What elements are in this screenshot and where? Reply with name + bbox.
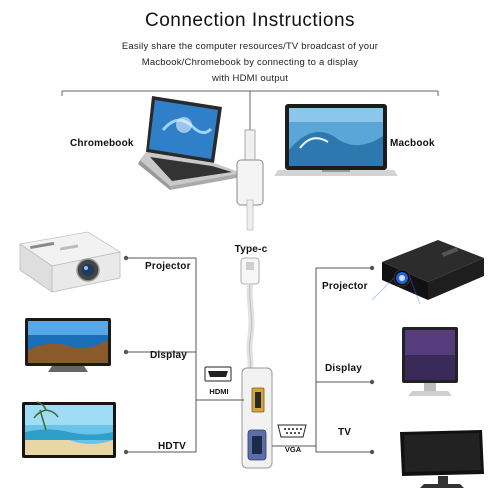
subtitle-line: with HDMI output: [211, 73, 289, 84]
vga-tv-label: TV: [338, 427, 352, 438]
hdmi-tv-label: HDTV: [158, 441, 187, 452]
subtitle-line: Easily share the computer resources/TV b…: [121, 41, 379, 52]
vga-port-icon: [277, 424, 307, 438]
vga-port-label: VGA: [284, 445, 302, 454]
hdmi-projector-image: [18, 231, 122, 293]
subtitle-line: Macbook/Chromebook by connecting to a di…: [141, 57, 359, 68]
hdmi-projector-label: Projector: [145, 261, 191, 272]
vga-tv-image: [400, 430, 484, 488]
type-c-label: Type-c: [234, 244, 268, 255]
hdmi-display-image: [25, 318, 111, 372]
hdmi-port-label: HDMI: [209, 387, 229, 396]
page-title: Connection Instructions: [144, 10, 356, 31]
vga-projector-label: Projector: [322, 281, 368, 292]
page-subtitle: Easily share the computer resources/TV b…: [40, 39, 460, 87]
vga-display-label: Display: [325, 363, 362, 374]
top-connector-lines: [61, 90, 439, 130]
type-c-plug-image: [236, 129, 264, 231]
hdmi-bracket-lines: [123, 255, 244, 455]
hdmi-display-label: Display: [150, 350, 187, 361]
hdmi-port-icon: [204, 366, 232, 382]
hdmi-tv-image: [22, 401, 116, 458]
chromebook-laptop-image: [138, 96, 242, 190]
macbook-laptop-image: [274, 104, 398, 176]
adapter-image: [240, 257, 273, 469]
chromebook-label: Chromebook: [70, 138, 134, 149]
macbook-label: Macbook: [390, 138, 435, 149]
vga-projector-image: [371, 240, 484, 305]
vga-bracket-lines: [272, 265, 375, 455]
vga-display-image: [402, 327, 458, 396]
